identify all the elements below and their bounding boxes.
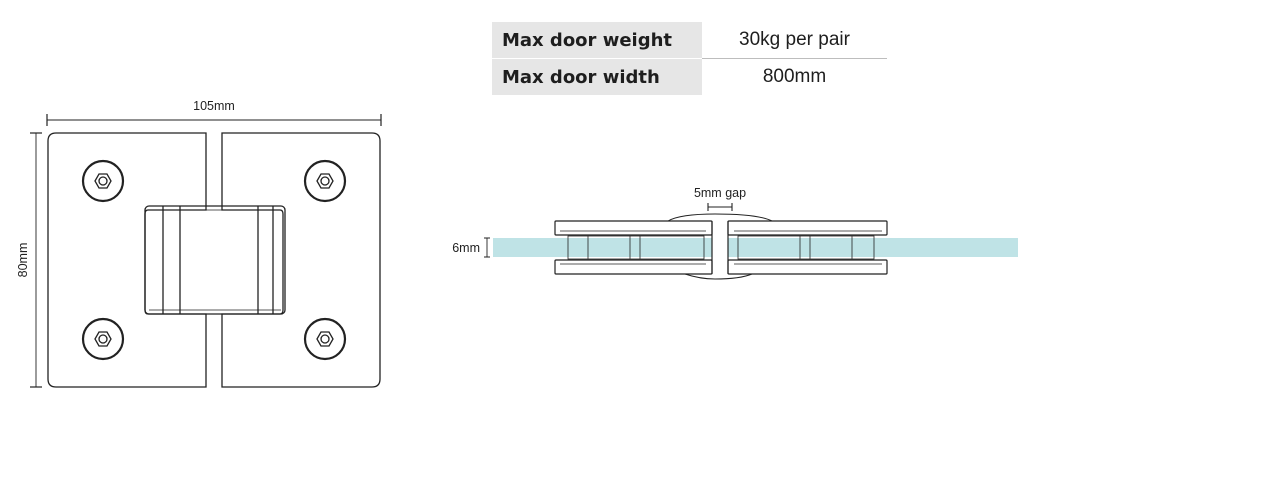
left-plate <box>47 132 207 388</box>
screw-icon <box>81 159 125 203</box>
specification-table: Max door weight 30kg per pair Max door w… <box>492 22 887 95</box>
screw-icon <box>303 159 347 203</box>
clamp-bottom-left <box>554 259 713 275</box>
gap-dimension <box>707 203 733 211</box>
gap-label: 5mm gap <box>694 186 746 200</box>
spec-value: 30kg per pair <box>702 22 887 59</box>
glass-panel-left <box>493 238 712 257</box>
clamp-bottom-right <box>727 259 888 275</box>
hinge-side-view: 5mm gap 6mm <box>452 186 1018 280</box>
hinge-front-view: 105mm 80mm <box>16 99 382 388</box>
glass-thickness-label: 6mm <box>452 241 480 255</box>
center-knuckle <box>667 213 773 222</box>
width-label: 105mm <box>193 99 235 113</box>
clamp-top-left <box>554 220 713 236</box>
screw-icon <box>303 317 347 361</box>
spec-row-width: Max door width 800mm <box>492 58 887 95</box>
spec-label: Max door weight <box>492 22 702 59</box>
height-label: 80mm <box>16 243 30 278</box>
glass-panel-right <box>728 238 1018 257</box>
width-dimension: 105mm <box>46 99 382 126</box>
spec-value: 800mm <box>762 66 827 87</box>
spec-row-weight: Max door weight 30kg per pair <box>492 22 887 59</box>
height-dimension: 80mm <box>16 132 42 388</box>
screw-icon <box>81 317 125 361</box>
clamp-top-right <box>727 220 888 236</box>
right-plate <box>221 132 381 388</box>
hinge-knuckle <box>144 205 286 315</box>
glass-thickness-dimension <box>484 237 490 258</box>
spec-label: Max door width <box>492 58 702 95</box>
